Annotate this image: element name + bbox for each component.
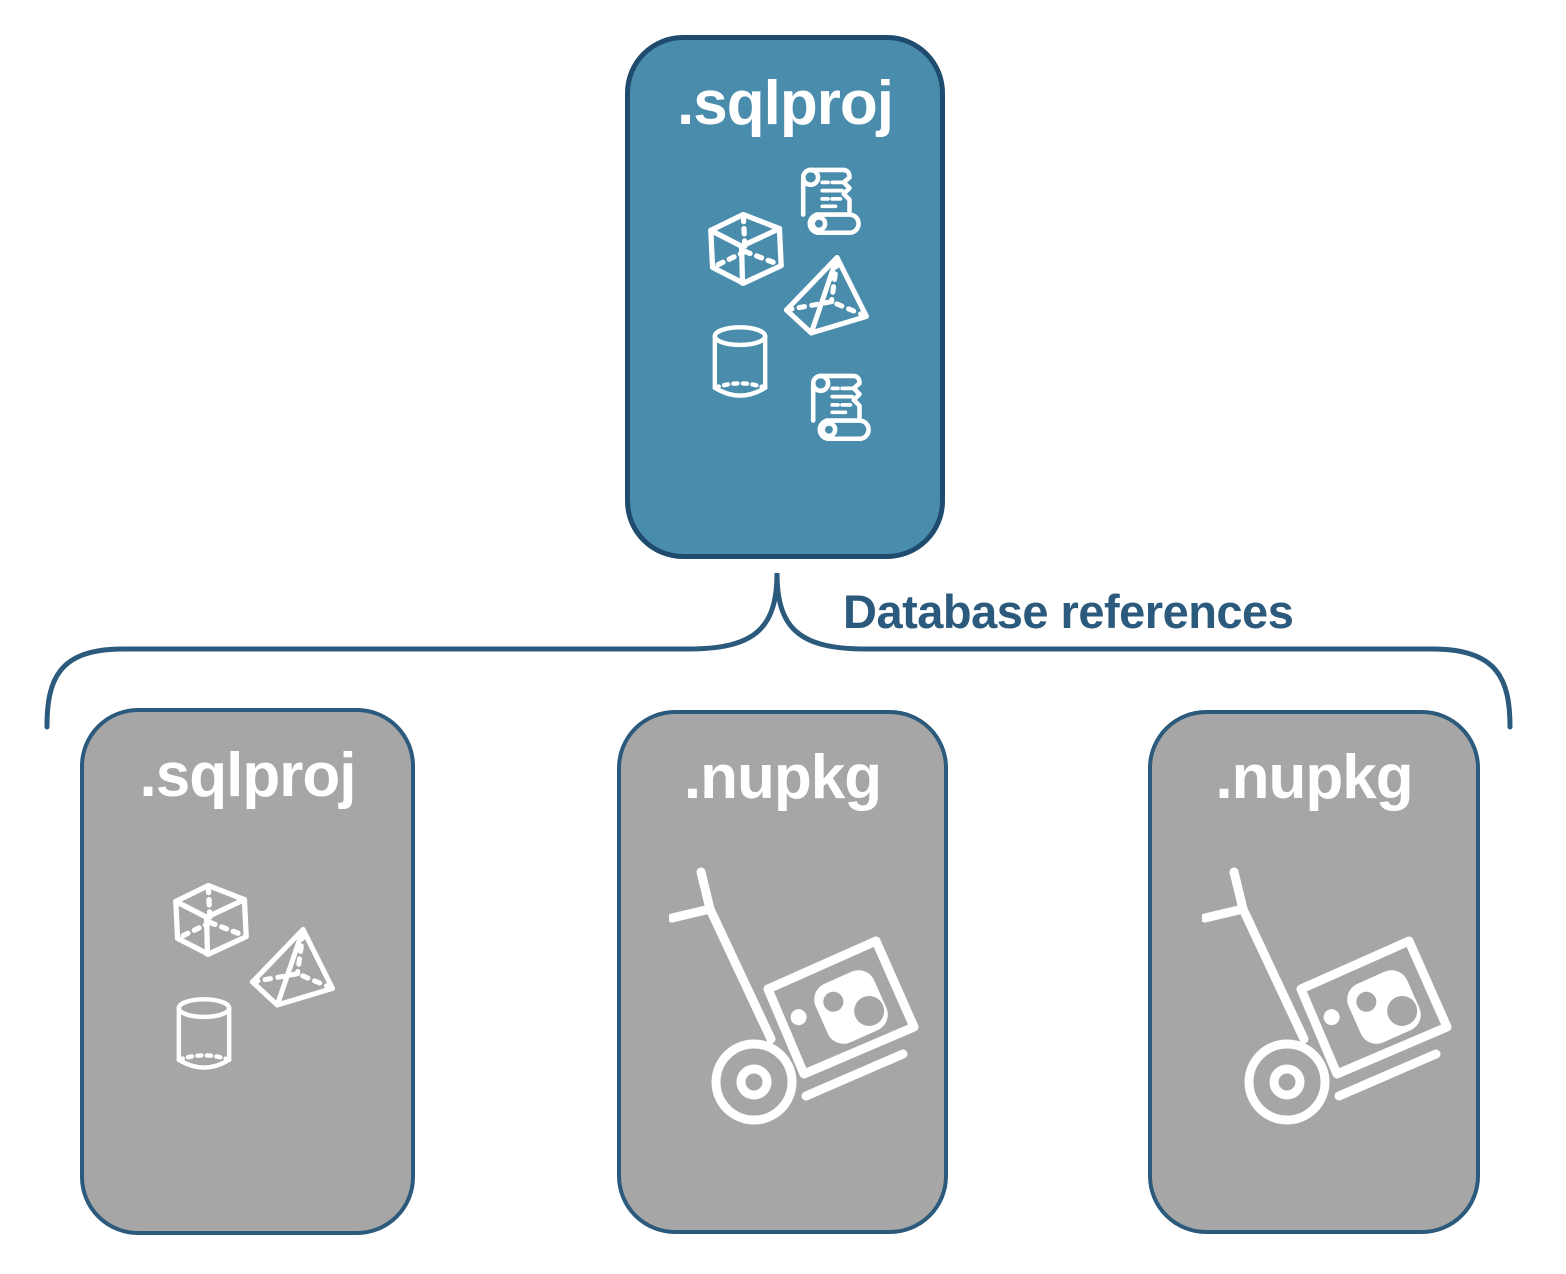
node-child-sqlproj: .sqlproj xyxy=(80,708,415,1235)
node-child-nupkg-1: .nupkg xyxy=(617,710,948,1234)
cylinder-icon xyxy=(170,995,238,1077)
node-title: .nupkg xyxy=(683,743,882,812)
pyramid-icon xyxy=(239,924,345,1016)
node-title: .sqlproj xyxy=(139,741,357,810)
scroll-icon xyxy=(788,160,868,246)
connector-label: Database references xyxy=(843,585,1294,638)
node-title: .nupkg xyxy=(1215,743,1413,812)
package-dolly-icon xyxy=(1202,866,1452,1128)
cylinder-icon xyxy=(706,323,774,405)
pyramid-icon xyxy=(773,252,879,344)
node-child-nupkg-2: .nupkg xyxy=(1148,710,1480,1234)
scroll-icon xyxy=(798,366,878,452)
node-title: .sqlproj xyxy=(677,69,894,138)
package-dolly-icon xyxy=(669,866,919,1128)
node-root-sqlproj: .sqlproj xyxy=(625,35,945,559)
